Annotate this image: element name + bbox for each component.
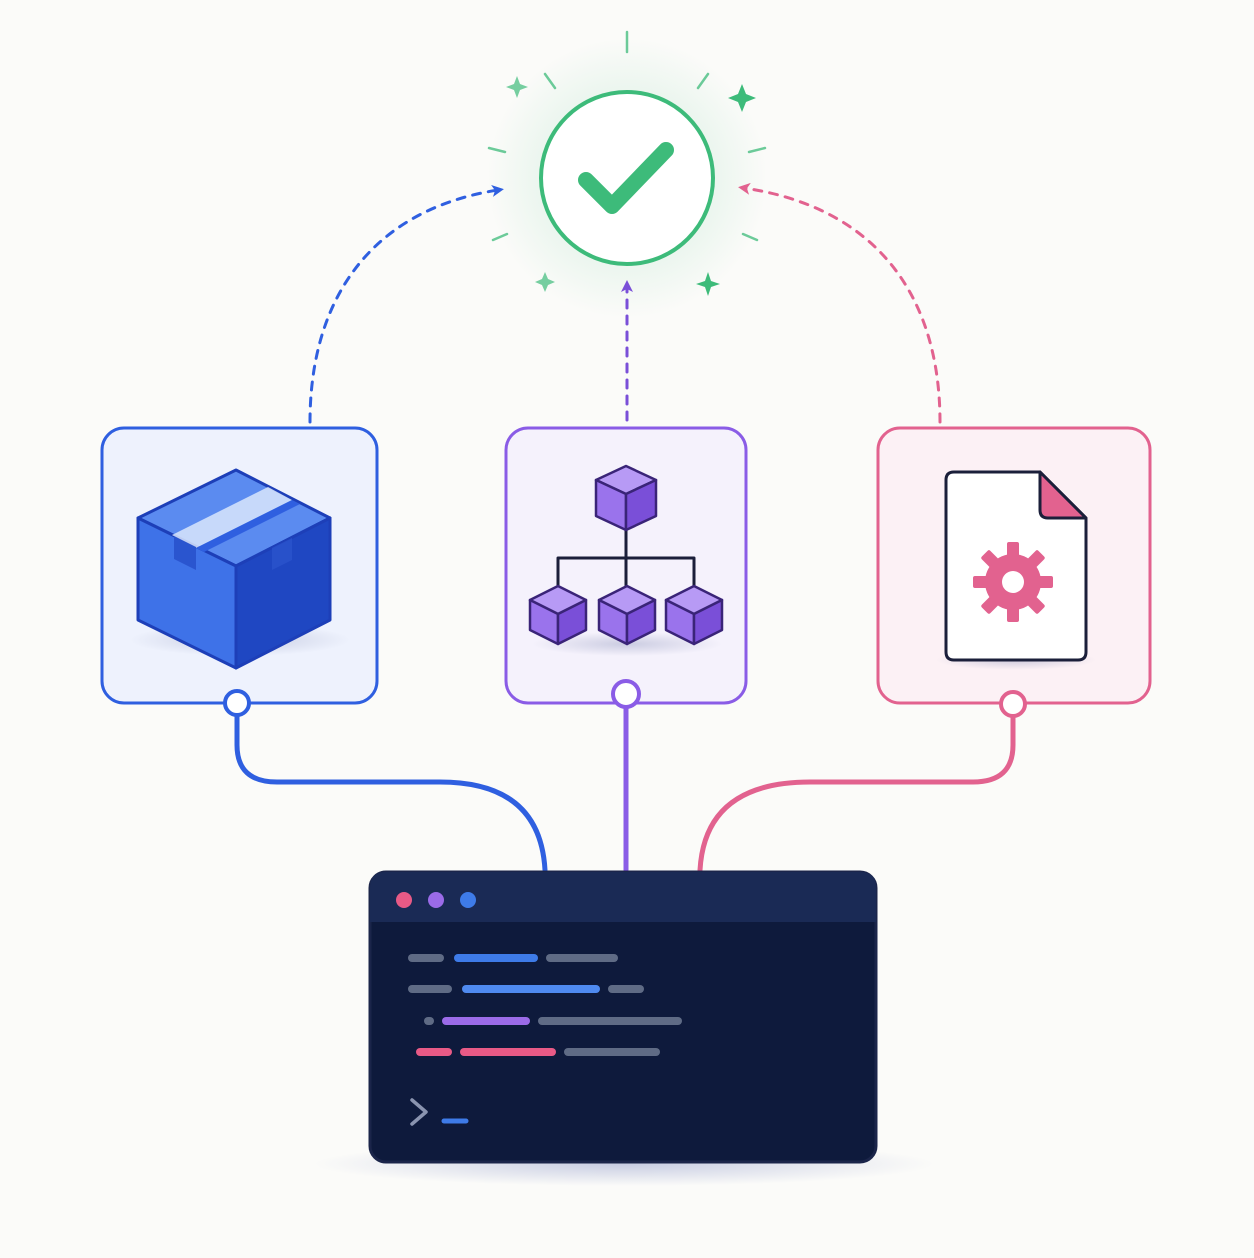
window-maximize-dot[interactable]	[460, 892, 476, 908]
package-port	[223, 689, 251, 717]
sparkle-icon	[535, 272, 555, 292]
window-minimize-dot[interactable]	[428, 892, 444, 908]
dashed-arrows	[308, 182, 942, 424]
code-lines	[408, 954, 682, 1056]
arrow-config-to-success	[738, 182, 942, 424]
dependency-tree-icon	[528, 464, 724, 656]
success-rays	[487, 30, 767, 242]
dependency-graph-port	[611, 679, 641, 709]
package-box-icon	[130, 468, 350, 670]
success-circle	[539, 90, 715, 266]
sparkle-icons	[506, 76, 756, 296]
dependency-graph-card	[504, 426, 748, 709]
gear-icon	[973, 542, 1053, 622]
package-card	[100, 426, 379, 717]
terminal-window-icon	[314, 870, 934, 1186]
window-close-dot[interactable]	[396, 892, 412, 908]
sparkle-icon	[696, 272, 720, 296]
connector-terminal-config	[697, 714, 1016, 873]
config-file-card	[876, 426, 1152, 718]
terminal-titlebar	[370, 872, 876, 922]
config-file-port	[999, 690, 1027, 718]
connector-terminal-package	[234, 713, 548, 873]
config-file-gear-icon	[936, 470, 1096, 670]
arrow-package-to-success	[308, 185, 504, 424]
connectors	[234, 705, 1016, 873]
checkmark-icon	[578, 142, 674, 214]
chevron-right-icon	[410, 1098, 428, 1126]
success-node	[487, 30, 767, 318]
sparkle-icon	[506, 76, 528, 98]
sparkle-icon	[728, 84, 756, 112]
